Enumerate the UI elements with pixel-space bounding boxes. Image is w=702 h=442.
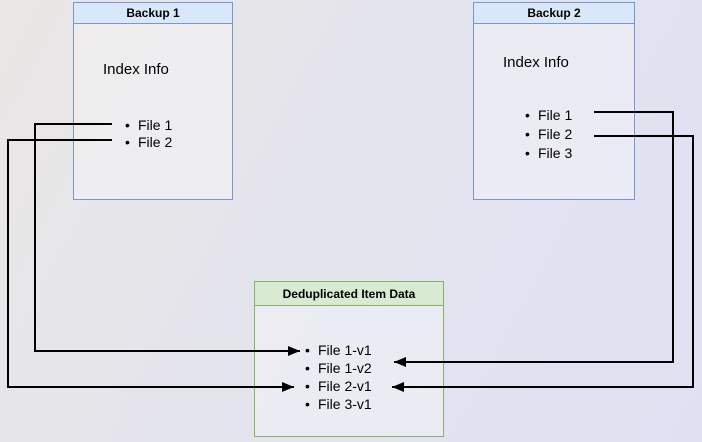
backup2-file-item: File 1 [525, 106, 572, 125]
backup1-title: Backup 1 [74, 3, 232, 24]
backup2-file-item: File 2 [525, 125, 572, 144]
dedup-item: File 1-v1 [305, 341, 372, 359]
backup2-box: Backup 2 Index Info File 1 File 2 File 3 [473, 2, 635, 200]
dedup-item-list: File 1-v1 File 1-v2 File 2-v1 File 3-v1 [305, 341, 372, 413]
dedup-item: File 3-v1 [305, 395, 372, 413]
dedup-box: Deduplicated Item Data File 1-v1 File 1-… [254, 281, 444, 437]
backup1-box: Backup 1 Index Info File 1 File 2 [73, 2, 233, 200]
backup2-index-info-label: Index Info [503, 54, 569, 71]
backup1-file-item: File 2 [125, 134, 172, 151]
backup2-title: Backup 2 [474, 3, 634, 24]
backup1-file-item: File 1 [125, 117, 172, 134]
backup2-file-list: File 1 File 2 File 3 [525, 106, 572, 163]
backup1-file-list: File 1 File 2 [125, 117, 172, 151]
dedup-item: File 2-v1 [305, 377, 372, 395]
dedup-title: Deduplicated Item Data [255, 282, 443, 306]
backup2-file-item: File 3 [525, 144, 572, 163]
backup1-index-info-label: Index Info [103, 61, 169, 78]
dedup-item: File 1-v2 [305, 359, 372, 377]
